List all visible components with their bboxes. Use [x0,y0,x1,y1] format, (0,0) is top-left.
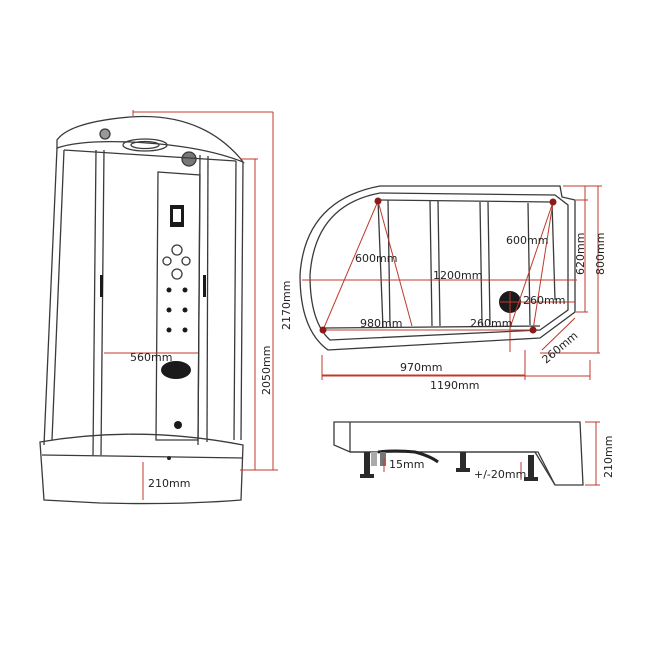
label-560mm: 560mm [130,351,172,364]
rain-shower-icon [181,151,197,167]
front-view [39,115,245,505]
label-970mm: 970mm [400,361,442,374]
door-handle-right [203,275,206,297]
label-260mm-drain-bottom: 260mm [470,317,512,330]
label-800mm: 800mm [594,233,607,275]
label-15mm: 15mm [389,458,424,471]
label-foot-adjust: +/-20mm [474,468,526,481]
label-980mm: 980mm [360,317,402,330]
shower-column [155,171,201,441]
label-260mm-drain-right: 260mm [523,294,565,307]
jet-4 [171,268,183,280]
label-2050mm: 2050mm [260,346,273,395]
label-600mm-left: 600mm [355,252,397,265]
label-600mm-right: 600mm [506,234,548,247]
plan-outline [299,185,576,351]
plan-dimensions [302,185,602,380]
waste-pipe [377,449,439,464]
front-dimensions [104,110,278,500]
door-handle-left [100,275,103,297]
drain-icon [174,421,182,429]
label-210mm-front: 210mm [148,477,190,490]
tray-side [333,421,584,486]
side-dimensions [383,421,600,486]
plan-markers [319,197,557,334]
speaker-icon [99,128,111,140]
side-view [333,421,584,486]
roof-light-inner [130,140,160,150]
label-1200mm: 1200mm [433,269,482,282]
label-260mm-corner: 260mm [540,329,581,366]
label-2170mm: 2170mm [280,281,293,330]
seat-dark [161,361,191,379]
jet-1 [171,244,183,256]
shower-tray [39,433,244,505]
label-620mm: 620mm [574,233,587,275]
label-210mm-side: 210mm [602,436,615,478]
jet-3 [181,256,191,266]
label-1190mm: 1190mm [430,379,479,392]
roof-light [122,138,168,152]
side-feet [360,452,538,481]
jet-2 [162,256,172,266]
cabin-roof [56,115,245,164]
